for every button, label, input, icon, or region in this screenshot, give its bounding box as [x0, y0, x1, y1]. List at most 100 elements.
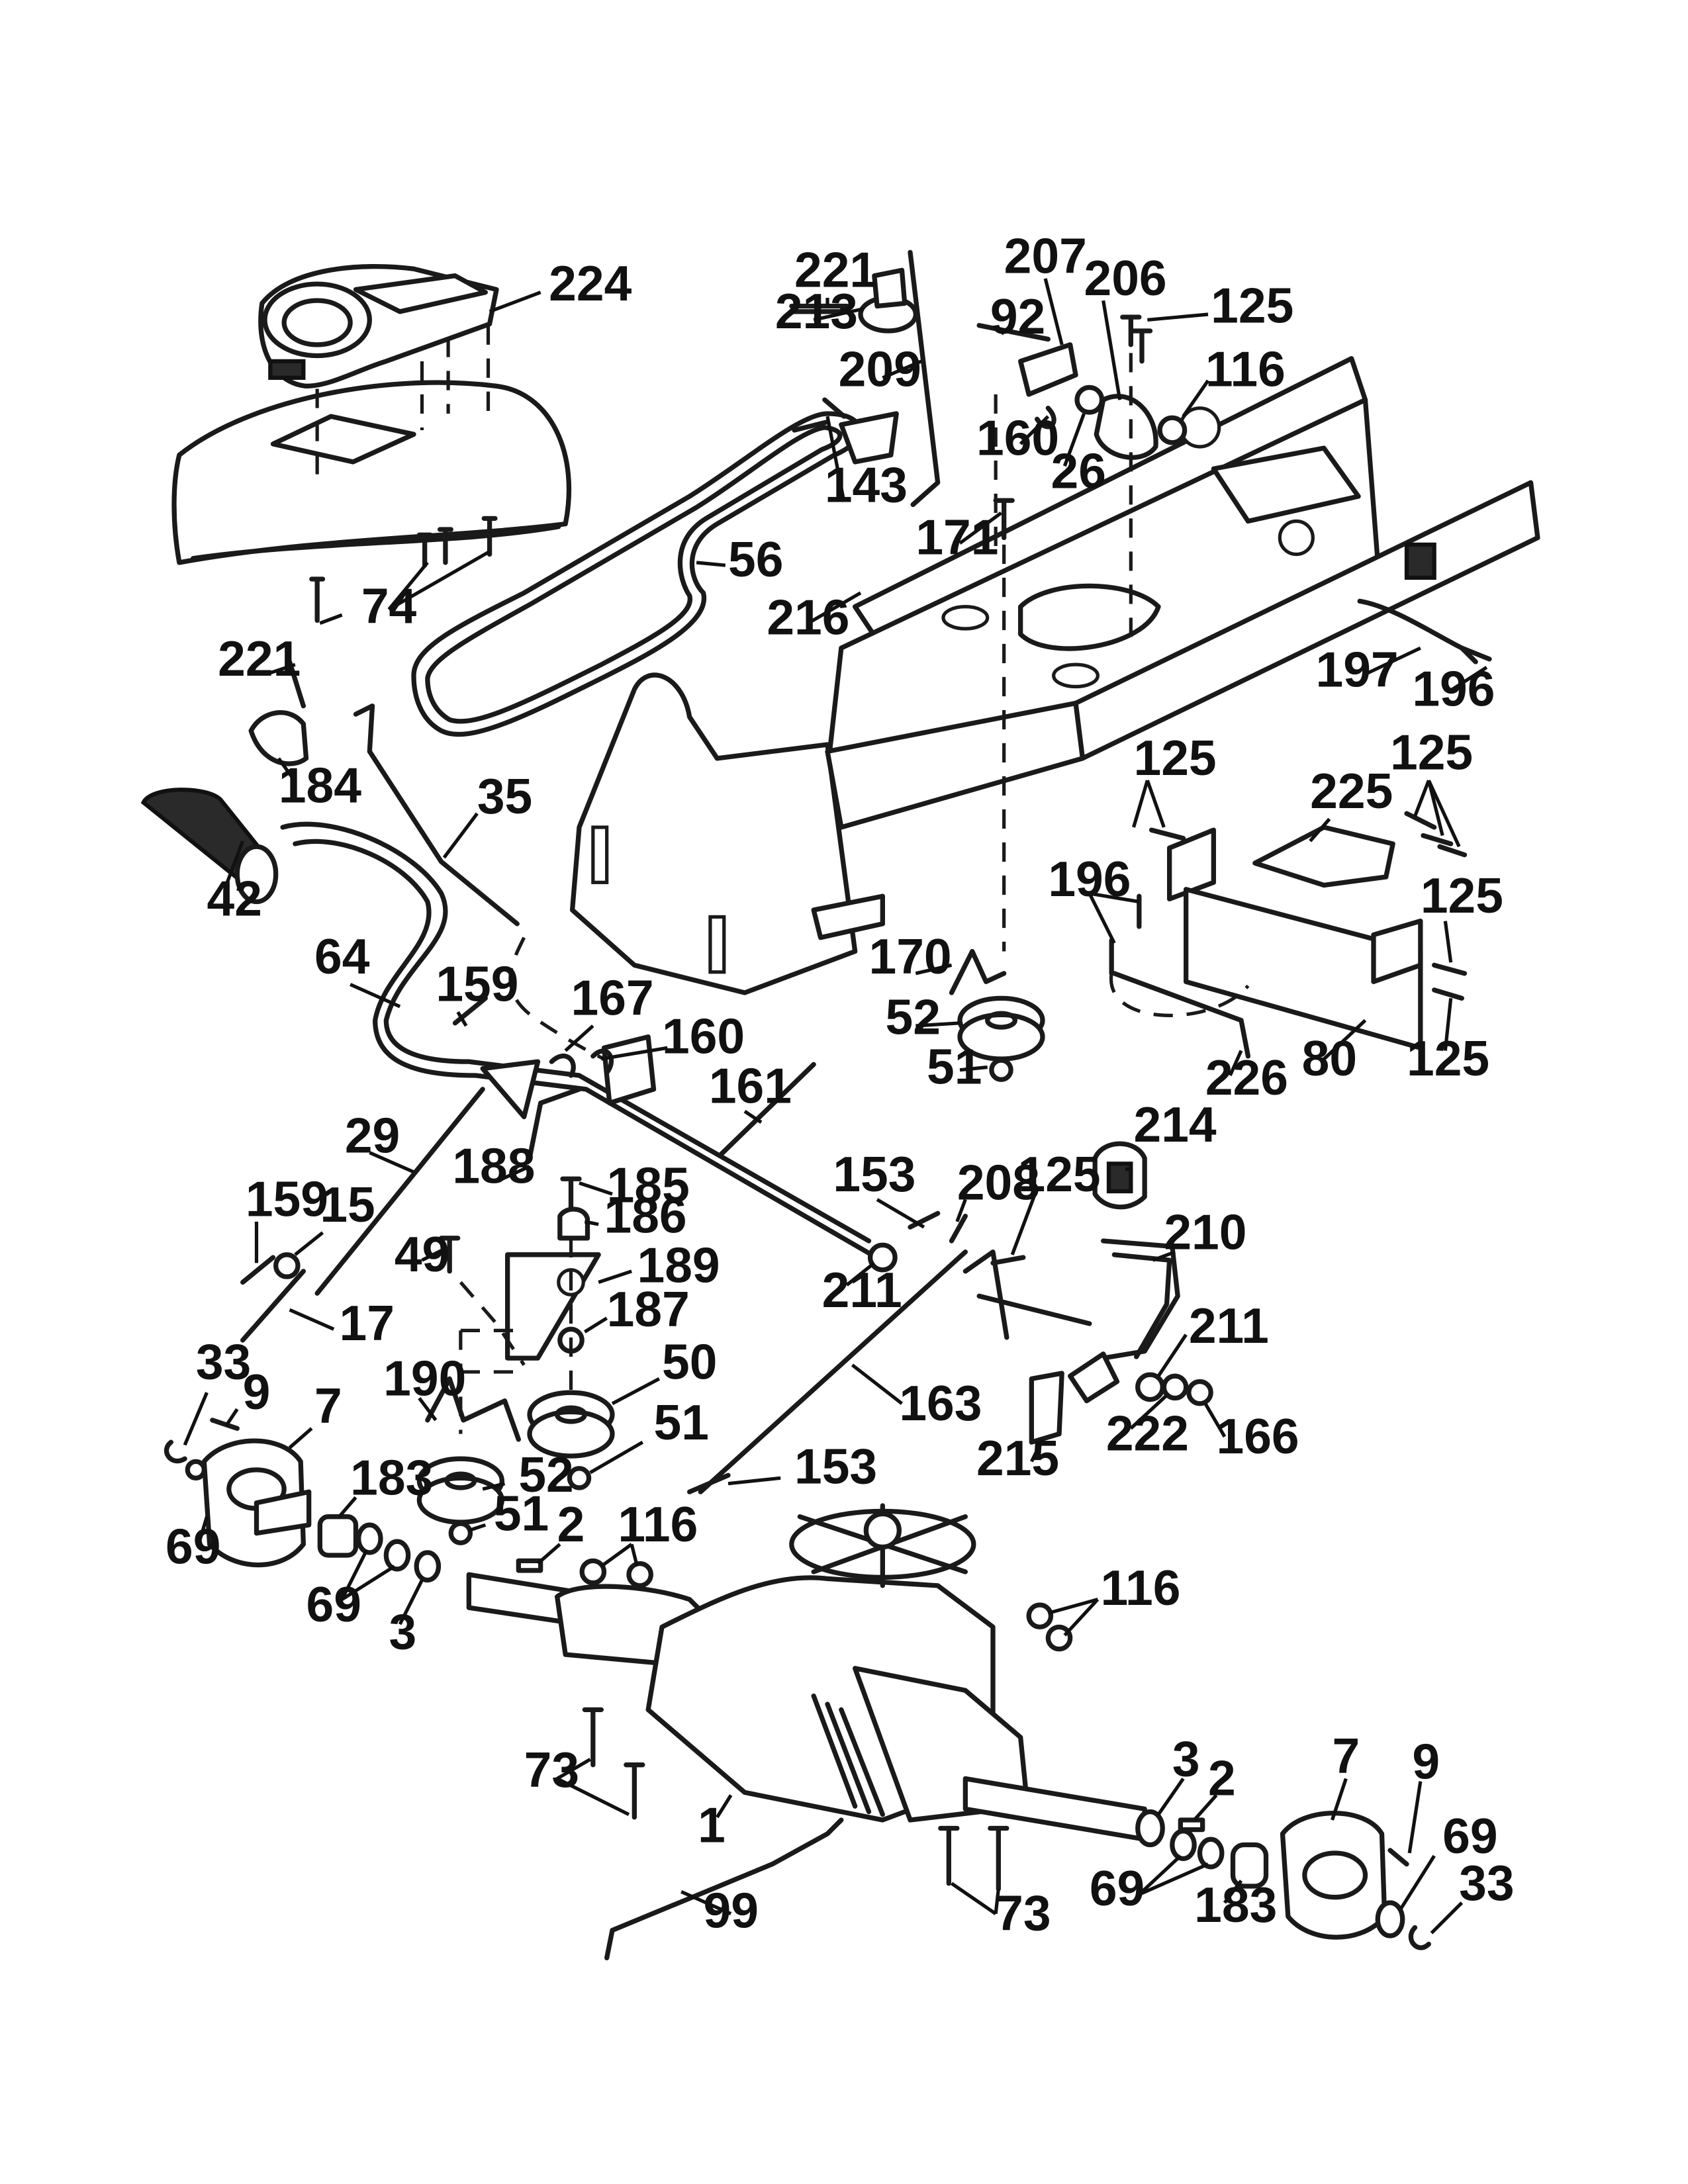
leader-lines	[183, 278, 1488, 1934]
callout-99: 99	[704, 1883, 759, 1938]
callout-208: 208	[957, 1155, 1040, 1210]
callout-69: 69	[165, 1519, 220, 1574]
transaxle-assembly	[466, 1503, 1147, 1960]
bracket-225	[1252, 825, 1395, 888]
callout-188: 188	[452, 1138, 535, 1194]
washer-69	[1197, 1837, 1225, 1870]
frame-side-rail	[825, 700, 1086, 830]
washer-3	[414, 1550, 442, 1583]
bumper-brackets	[1109, 811, 1468, 1059]
pad-215	[1029, 1371, 1064, 1445]
nut-51	[989, 1058, 1013, 1082]
hood-cutout	[270, 414, 416, 465]
pedal-lever	[1068, 1351, 1120, 1404]
bracket-80-end	[1371, 919, 1423, 984]
shift-rod-35	[353, 704, 520, 927]
pulley-50-lower	[527, 1409, 615, 1459]
bracket-189	[505, 1252, 601, 1361]
washer-69	[1375, 1900, 1405, 1938]
nut-116	[1157, 415, 1188, 445]
spring-17	[240, 1269, 306, 1343]
callout-187: 187	[607, 1281, 690, 1337]
callout-9: 9	[1412, 1734, 1440, 1790]
nut-51	[567, 1466, 592, 1490]
clip-160	[590, 1048, 614, 1075]
wheel-hub-7	[201, 1438, 306, 1568]
bolt-196	[1459, 645, 1492, 662]
callout-80: 80	[1302, 1030, 1357, 1086]
callout-153: 153	[794, 1439, 877, 1494]
frame-slot	[941, 605, 990, 631]
bolts-125	[1149, 811, 1468, 858]
callout-213: 213	[775, 283, 858, 339]
belt-inner	[425, 425, 843, 724]
callout-221: 221	[794, 242, 877, 297]
bolt-9	[1387, 1848, 1409, 1867]
bolt-125	[1131, 328, 1153, 364]
left-hub-assembly	[164, 1418, 442, 1583]
shift-assembly	[140, 659, 520, 927]
brake-pad-mount	[601, 1034, 657, 1106]
callout-92: 92	[990, 289, 1045, 344]
callout-183: 183	[1194, 1877, 1277, 1933]
callout-69: 69	[306, 1576, 361, 1632]
leader-74	[388, 550, 491, 612]
callout-49: 49	[395, 1226, 449, 1282]
nut-116	[626, 1561, 653, 1588]
callout-214: 214	[1134, 1097, 1217, 1152]
callout-51: 51	[654, 1394, 709, 1450]
callout-125: 125	[1407, 1030, 1489, 1086]
bolt-171	[993, 498, 1015, 541]
bolt-125	[990, 1255, 1026, 1265]
bolt-49	[439, 1236, 461, 1274]
callout-211: 211	[822, 1262, 902, 1318]
callout-7: 7	[314, 1378, 342, 1433]
washer-69	[185, 1459, 207, 1480]
callout-171: 171	[915, 510, 998, 565]
callout-125: 125	[1390, 725, 1473, 780]
callout-209: 209	[839, 341, 921, 396]
callout-52: 52	[518, 1447, 573, 1502]
callout-185: 185	[607, 1158, 690, 1213]
pulley-52-hub	[985, 1011, 1017, 1030]
hood-panel	[171, 380, 572, 565]
hidden-line	[459, 1281, 526, 1366]
callout-26: 26	[1051, 443, 1106, 499]
dash-panel-assembly	[171, 264, 572, 625]
callout-221: 221	[218, 631, 301, 686]
bolts-125	[1432, 962, 1468, 1001]
grip-42-end	[234, 844, 279, 905]
callout-216: 216	[767, 589, 849, 645]
transaxle-spring	[811, 1693, 885, 1817]
hub-neck	[254, 1489, 312, 1536]
pedal-shaft	[962, 1250, 1092, 1340]
callout-170: 170	[869, 929, 952, 984]
callout-33: 33	[196, 1334, 251, 1389]
callout-196: 196	[1412, 661, 1495, 717]
bracket-80	[1184, 887, 1423, 1050]
brake-pedal-assembly	[687, 1141, 1213, 1494]
callout-210: 210	[1164, 1205, 1246, 1260]
clip-153	[687, 1473, 731, 1494]
frame-slot	[1052, 662, 1100, 689]
bearing-183	[1230, 1842, 1269, 1889]
key-2	[516, 1558, 543, 1573]
callout-189: 189	[637, 1238, 720, 1293]
washer-222	[1161, 1373, 1189, 1401]
frame-cutout	[1018, 583, 1161, 651]
callout-143: 143	[825, 457, 908, 512]
rod-29	[314, 1087, 485, 1296]
linkage-arm	[480, 1059, 541, 1120]
screw-74	[309, 576, 326, 623]
fan-hub	[863, 1511, 902, 1550]
washer-69	[1170, 1829, 1197, 1861]
leader-74	[387, 561, 429, 611]
clip-221	[287, 659, 306, 709]
wheel-hub-7	[1280, 1810, 1387, 1940]
drive-belt-56	[411, 411, 862, 737]
hood-edge	[191, 524, 561, 561]
bolt-73	[624, 1762, 645, 1820]
spring-190	[425, 1376, 521, 1442]
callout-161: 161	[709, 1058, 792, 1114]
